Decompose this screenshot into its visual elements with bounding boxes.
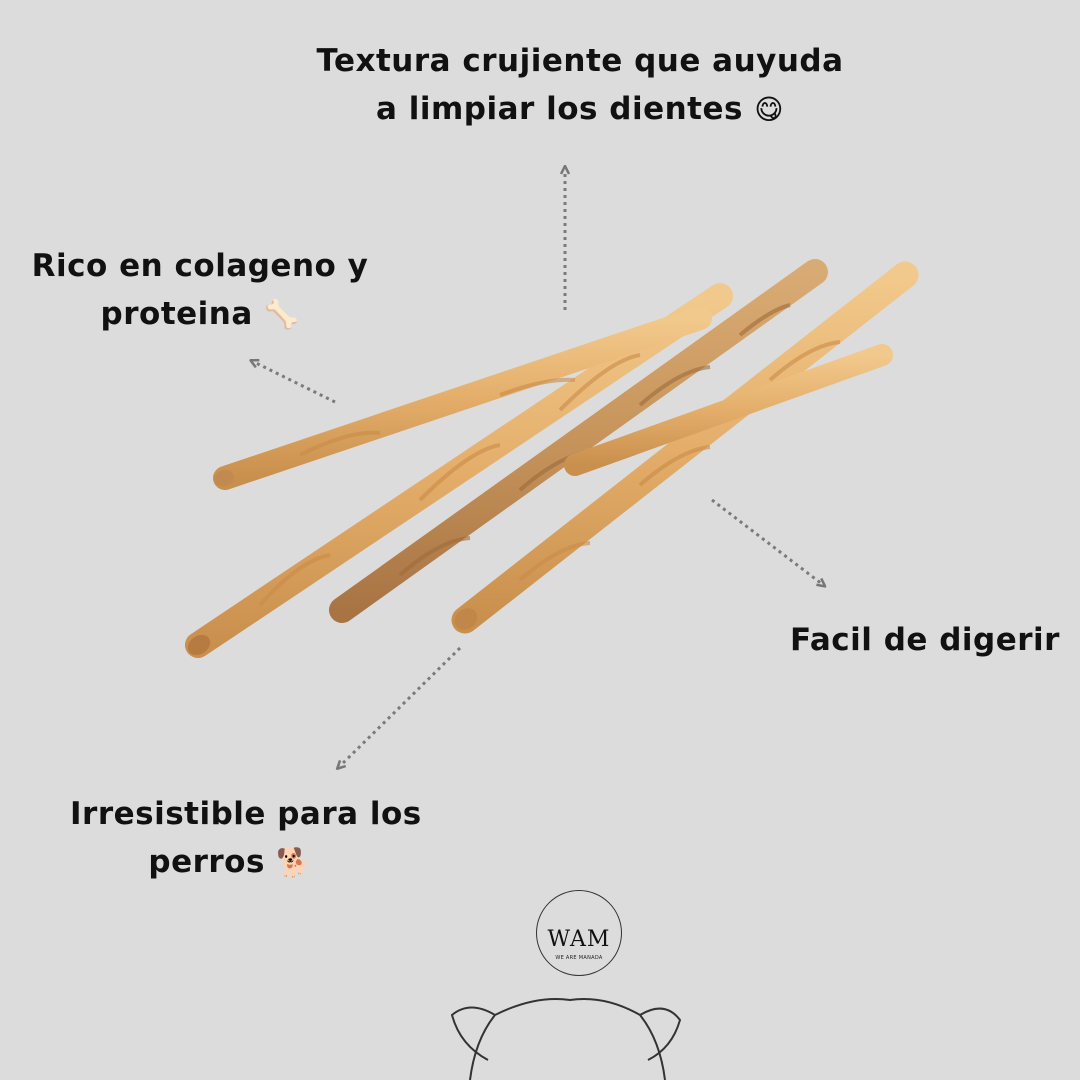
brand-logo: WAM WE ARE MANADA bbox=[536, 890, 622, 976]
feature-label-collagen: Rico en colageno y proteina 🦴 bbox=[30, 242, 370, 339]
brand-logo-text: WAM bbox=[547, 927, 611, 952]
dog-emoji-icon: 🐕 bbox=[276, 846, 312, 879]
bone-emoji-icon: 🦴 bbox=[264, 298, 300, 331]
stick-3 bbox=[329, 259, 828, 623]
stick-2 bbox=[213, 306, 712, 490]
feature-label-irresistible-line1: Irresistible para los bbox=[70, 796, 422, 832]
feature-label-collagen-line2: proteina bbox=[100, 296, 253, 332]
feature-label-digest: Facil de digerir bbox=[790, 616, 1060, 664]
feature-label-texture-line2: a limpiar los dientes bbox=[376, 91, 743, 127]
feature-label-digest-line1: Facil de digerir bbox=[790, 622, 1060, 658]
feature-label-irresistible-line2: perros bbox=[148, 844, 265, 880]
feature-label-texture: Textura crujiente que auyuda a limpiar l… bbox=[300, 37, 860, 134]
feature-label-texture-line1: Textura crujiente que auyuda bbox=[316, 43, 844, 79]
stick-4 bbox=[451, 261, 919, 634]
feature-label-irresistible: Irresistible para los perros 🐕 bbox=[70, 790, 422, 887]
arrow-to-left-label bbox=[254, 362, 336, 404]
brand-logo-subtitle: WE ARE MANADA bbox=[555, 955, 603, 961]
rawhide-sticks bbox=[185, 259, 919, 658]
yum-emoji-icon: 😋 bbox=[754, 93, 784, 126]
feature-label-collagen-line1: Rico en colageno y bbox=[31, 248, 369, 284]
stick-5 bbox=[564, 344, 893, 476]
pointer-arrows bbox=[254, 170, 822, 766]
stick-1 bbox=[185, 283, 733, 658]
dog-head-outline bbox=[450, 998, 682, 1080]
arrow-to-bottom-label bbox=[340, 646, 462, 766]
arrow-to-right-label bbox=[711, 498, 822, 584]
